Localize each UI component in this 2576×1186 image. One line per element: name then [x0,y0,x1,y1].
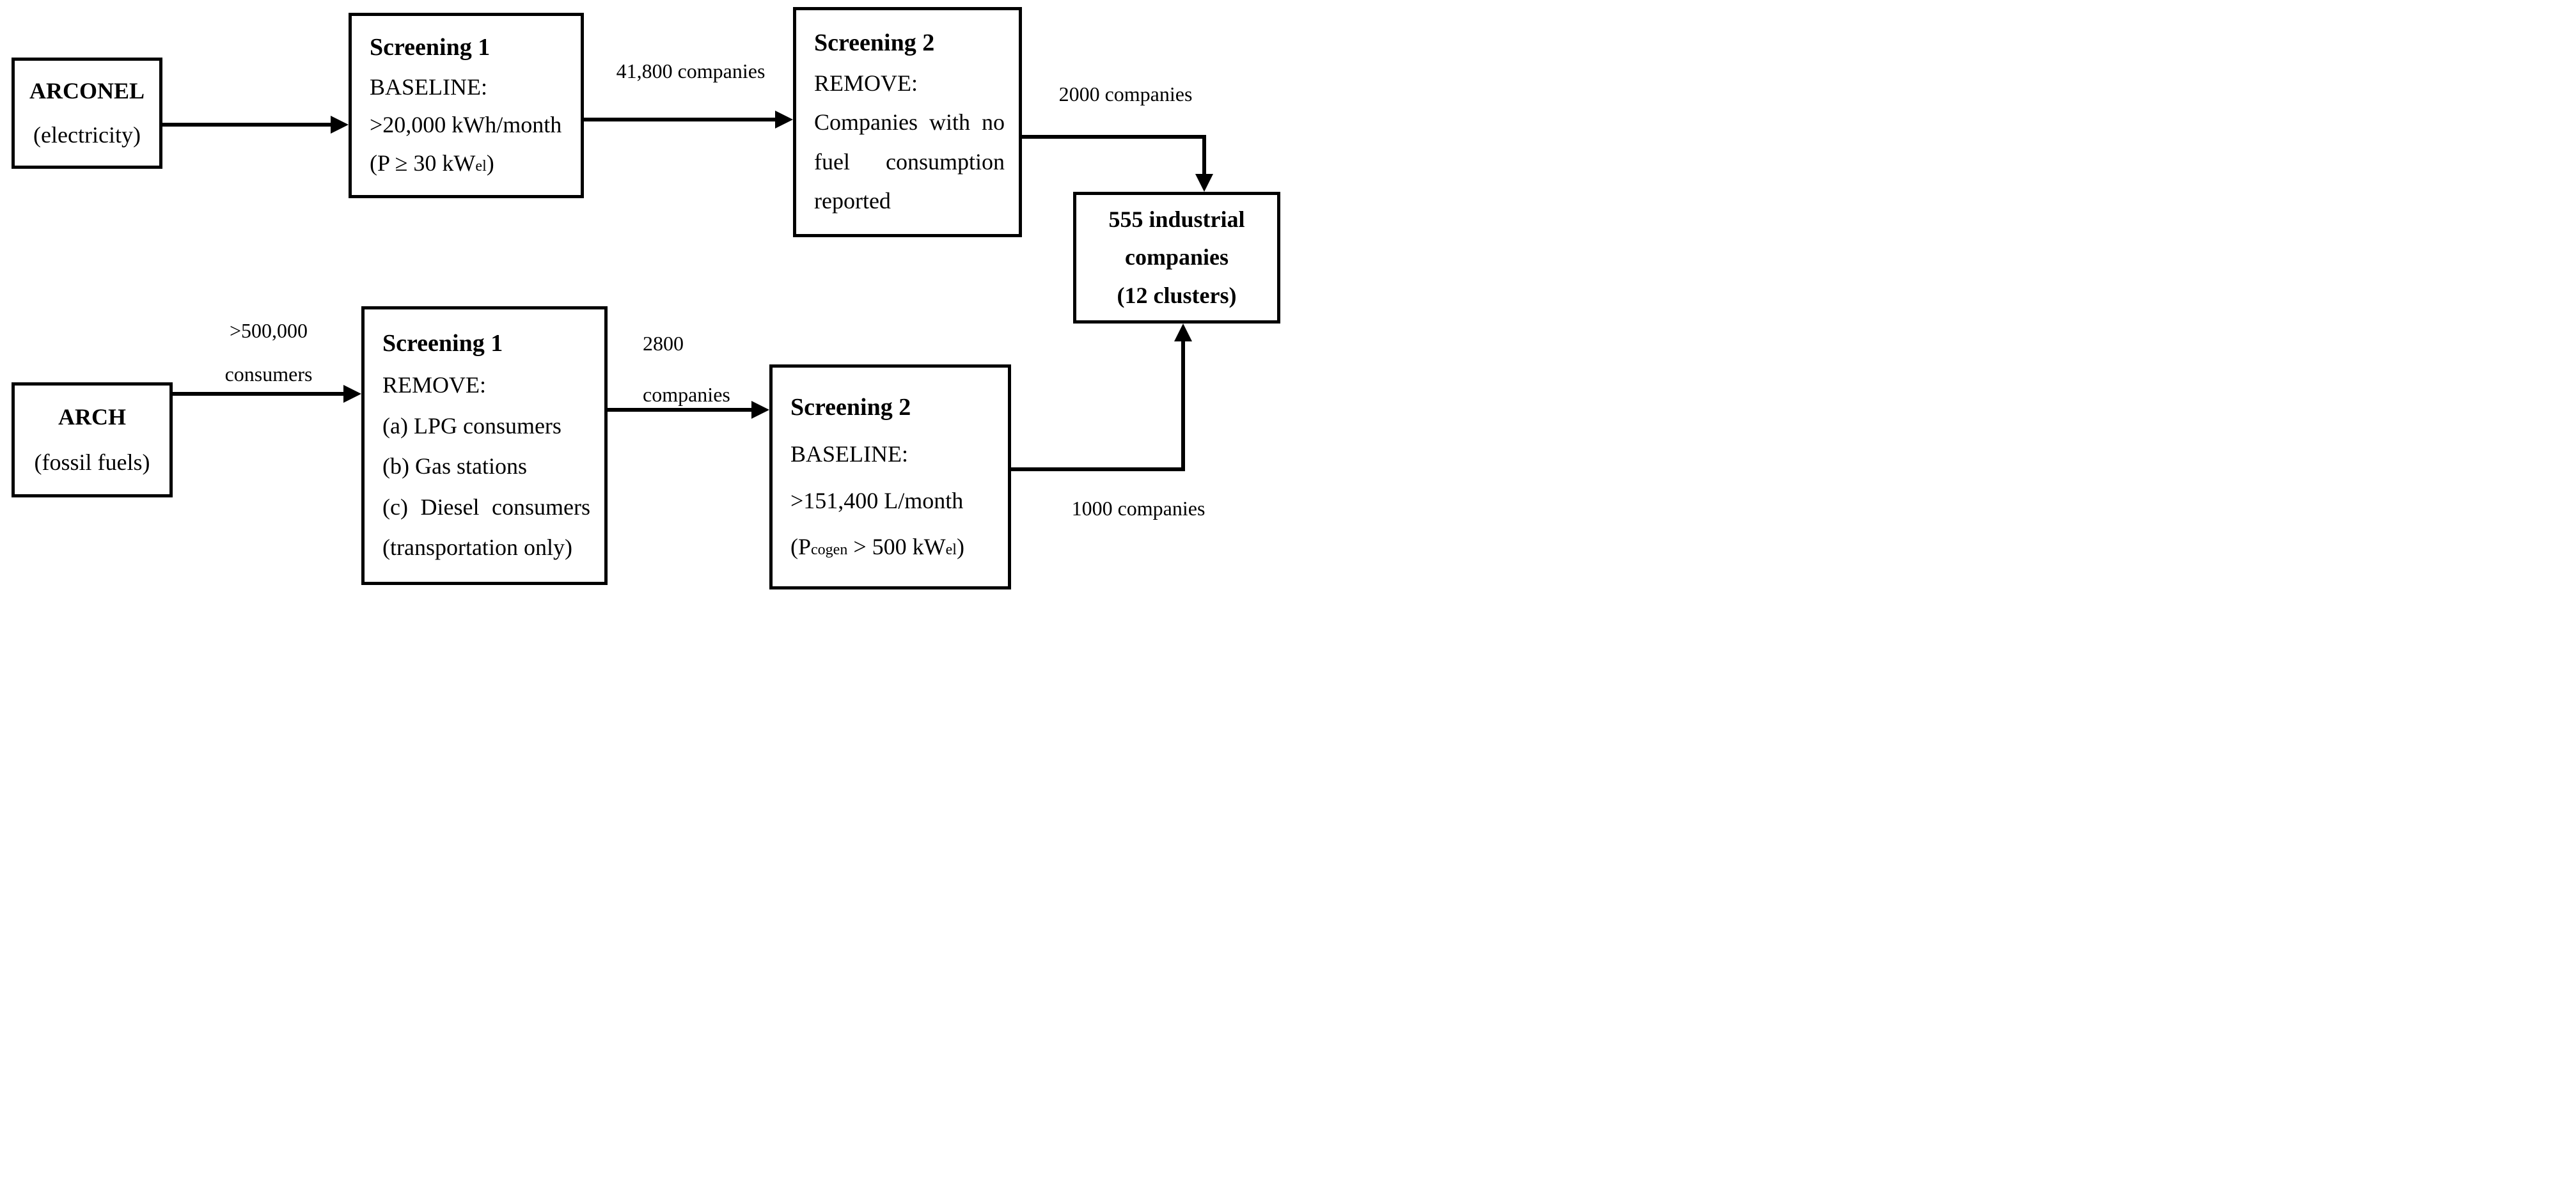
arch-subtitle: (fossil fuels) [34,449,150,475]
arconel-box: ARCONEL (electricity) [12,58,162,169]
power-mid-text: > 500 kW [847,533,946,559]
arrow-screening2-top-to-final-hline [1022,135,1206,139]
screening1-fuels-box: Screening 1 REMOVE: (a) LPG consumers (b… [361,306,608,585]
power-text: (P ≥ 30 kW [370,150,476,176]
final-result-line1: 555 industrial [1108,206,1245,232]
arrow-screening2-bottom-to-final-head [1174,324,1192,341]
arrow-screening1-to-screening2-top-line [584,118,776,121]
screening2-fuels-power: (Pcogen > 500 kWel) [790,534,994,560]
arconel-subtitle: (electricity) [33,121,141,148]
screening2-fuels-threshold: >151,400 L/month [790,487,964,513]
screening2-electricity-criterion: REMOVE: [814,70,918,96]
flow-label-2000-companies: 2000 companies [1058,82,1193,105]
power-subscript: el [475,158,487,175]
screening2-electricity-title: Screening 2 [814,29,935,57]
final-result-line3: (12 clusters) [1117,282,1237,308]
final-result-line2: companies [1125,244,1229,270]
flow-label-500000-consumers-line1: >500,000 [229,319,308,342]
screening2-electricity-line3: reported [814,188,891,214]
arrow-arch-to-screening1-head [343,385,361,403]
arrow-screening1-to-screening2-top-head [775,111,793,129]
screening2-fuels-criterion: BASELINE: [790,441,908,467]
power-close: ) [486,150,494,176]
screening2-fuels-box: Screening 2 BASELINE: >151,400 L/month (… [769,364,1011,589]
arrow-screening1-to-screening2-bottom-head [751,401,769,419]
arrow-arconel-to-screening1-line [162,123,333,127]
screening1-electricity-threshold: >20,000 kWh/month [370,112,562,138]
screening1-electricity-criterion: BASELINE: [370,74,487,100]
power-subscript-cogen: cogen [811,541,848,558]
arrow-screening2-top-to-final-vline [1202,135,1206,174]
flowchart: ARCONEL (electricity) Screening 1 BASELI… [0,0,1288,593]
arrow-screening2-top-to-final-head [1195,174,1213,192]
arconel-name: ARCONEL [29,78,145,104]
screening1-fuels-item-c: (c) Diesel consumers [382,494,590,520]
arrow-screening1-to-screening2-bottom-line [608,408,751,412]
arch-box: ARCH (fossil fuels) [12,382,173,497]
power-text: (P [790,533,812,559]
flow-label-1000-companies: 1000 companies [1071,497,1206,520]
screening1-fuels-item-a: (a) LPG consumers [382,412,562,439]
screening1-electricity-title: Screening 1 [370,34,491,61]
screening1-electricity-power: (P ≥ 30 kWel) [370,150,567,176]
screening1-fuels-item-c-note: (transportation only) [382,534,572,561]
screening1-fuels-criterion: REMOVE: [382,372,486,398]
screening2-fuels-title: Screening 2 [790,393,911,421]
arrow-arconel-to-screening1-head [331,116,349,134]
arrow-screening2-bottom-to-final-hline [1011,467,1185,471]
flow-label-41800-companies: 41,800 companies [616,59,766,82]
arrow-arch-to-screening1-line [173,392,343,396]
final-result-box: 555 industrial companies (12 clusters) [1073,192,1280,324]
arch-name: ARCH [58,404,126,430]
screening1-fuels-title: Screening 1 [382,330,503,357]
flow-label-500000-consumers-line2: consumers [224,363,313,386]
flow-label-2800-companies-line2: companies [643,383,730,406]
power-close: ) [956,533,964,559]
arrow-screening2-bottom-to-final-vline [1181,341,1185,471]
screening2-electricity-line2: fuel consumption [814,148,1005,175]
screening2-electricity-box: Screening 2 REMOVE: Companies with no fu… [793,7,1022,237]
screening1-fuels-item-b: (b) Gas stations [382,453,527,480]
screening1-electricity-box: Screening 1 BASELINE: >20,000 kWh/month … [349,13,584,198]
screening2-electricity-line1: Companies with no [814,109,1005,136]
power-subscript-el: el [945,541,957,558]
flow-label-2800-companies-line1: 2800 [643,332,684,355]
